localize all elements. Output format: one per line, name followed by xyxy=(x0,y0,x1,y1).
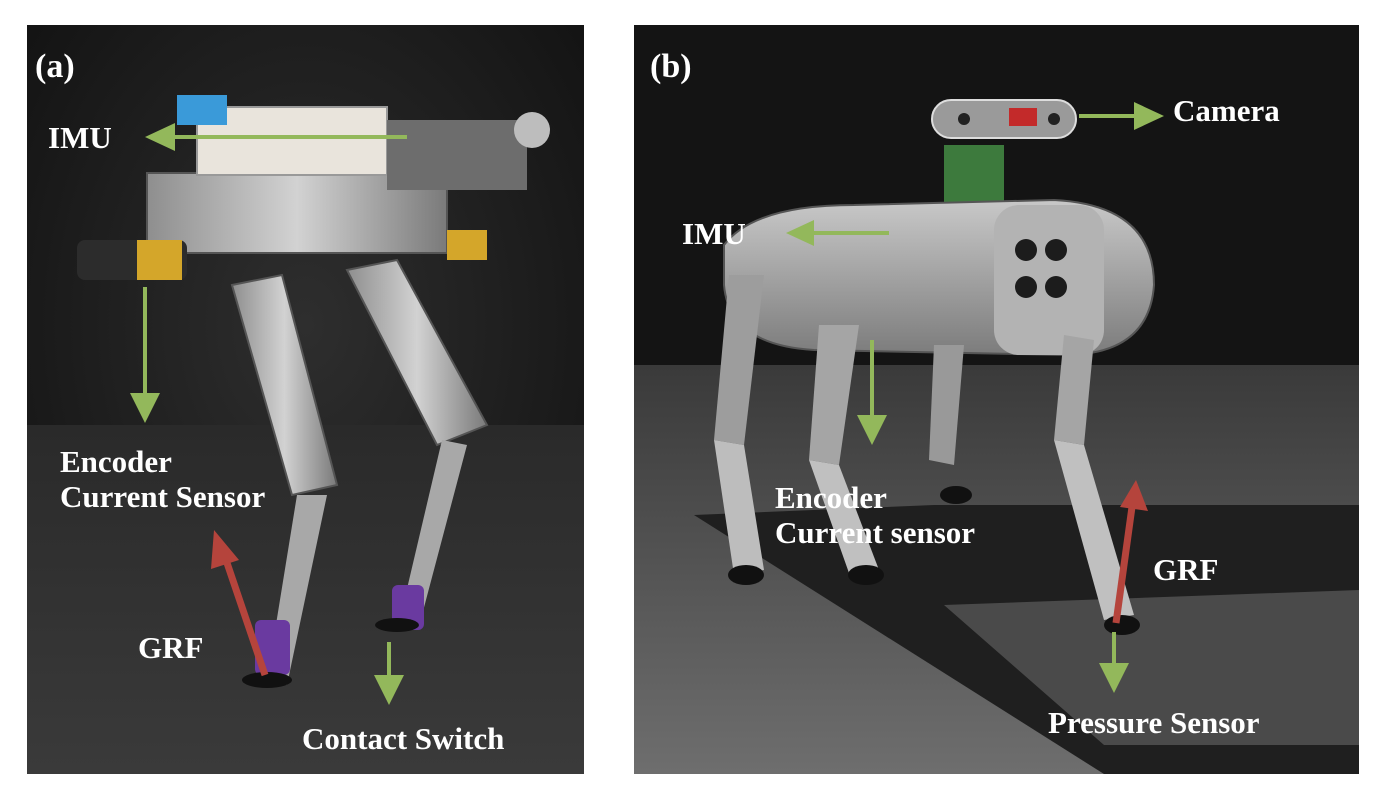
panel-b-imu-label: IMU xyxy=(682,216,746,251)
panel-b-encoder-label: Encoder Current sensor xyxy=(775,480,976,550)
panel-a-current-text: Current Sensor xyxy=(60,478,266,514)
grf-arrow xyxy=(1112,480,1148,624)
panel-a-encoder-text: Encoder xyxy=(60,444,172,479)
panel-b-grf-label: GRF xyxy=(1153,552,1219,587)
panel-b-pressure-label: Pressure Sensor xyxy=(1048,705,1260,740)
camera-arrow xyxy=(1079,102,1164,130)
robot-b xyxy=(714,198,1156,635)
force-plate xyxy=(944,590,1359,745)
imu-arrow xyxy=(786,220,889,246)
panel-b-illustration xyxy=(634,25,1359,774)
panel-a-imu-label: IMU xyxy=(48,120,112,155)
panel-a-contact-label: Contact Switch xyxy=(302,721,505,756)
panel-b-camera-label: Camera xyxy=(1173,93,1280,128)
panel-b-tag: (b) xyxy=(650,48,692,85)
panel-b-encoder-text: Encoder xyxy=(775,480,887,515)
panel-a-encoder-label: Encoder Current Sensor xyxy=(60,444,266,514)
encoder-arrow xyxy=(130,287,160,423)
grf-arrow xyxy=(211,530,269,677)
panel-b-photo xyxy=(634,25,1359,774)
robot-a xyxy=(77,95,550,688)
panel-a-tag: (a) xyxy=(35,48,75,85)
contact-arrow xyxy=(374,642,404,705)
pressure-arrow xyxy=(1099,632,1129,693)
panel-a-photo xyxy=(27,25,584,774)
panel-a-grf-label: GRF xyxy=(138,630,204,665)
panel-b-current-text: Current sensor xyxy=(775,514,976,550)
panel-a-illustration xyxy=(27,25,584,774)
imu-arrow xyxy=(145,123,407,151)
encoder-arrow xyxy=(857,340,887,445)
